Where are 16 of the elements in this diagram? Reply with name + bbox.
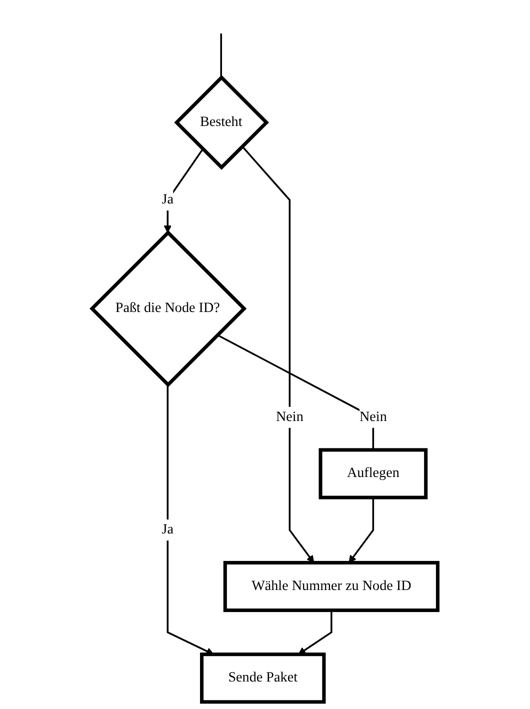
connector: [217, 334, 374, 450]
arrow: [242, 146, 314, 564]
edge-label: Ja: [162, 192, 174, 208]
arrow: [348, 498, 374, 564]
node-box: Auflegen: [318, 448, 428, 500]
arrow: [298, 610, 332, 655]
node-diamond: Paßt die Node ID?: [90, 230, 247, 388]
connector: [220, 34, 222, 78]
arrow: [166, 384, 214, 655]
node-diamond: Besteht: [174, 75, 270, 170]
edge-label: Nein: [360, 409, 387, 424]
arrow: [164, 148, 204, 233]
edge-label: Ja: [162, 522, 174, 538]
node-box: Wähle Nummer zu Node ID: [223, 560, 440, 612]
node-box: Sende Paket: [200, 652, 326, 704]
edge-label: Nein: [276, 409, 304, 424]
